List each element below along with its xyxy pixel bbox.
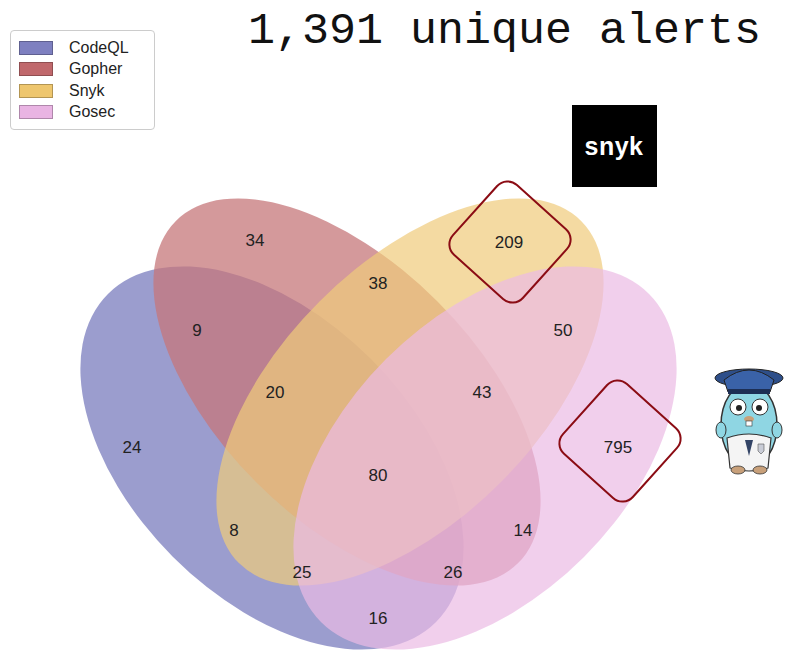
region-count: 43 [473, 383, 492, 403]
region-count: 26 [444, 563, 463, 583]
legend-text: Gopher [69, 60, 122, 78]
legend-swatch [19, 62, 53, 76]
region-count: 14 [514, 521, 533, 541]
legend-swatch [19, 41, 53, 55]
region-count: 9 [192, 321, 201, 341]
legend-entry: Gopher [11, 59, 154, 81]
legend-entry: CodeQL [11, 37, 154, 59]
legend-swatch [19, 105, 53, 119]
region-count: 16 [369, 609, 388, 629]
region-count: 24 [123, 438, 142, 458]
region-count: 38 [369, 274, 388, 294]
legend-text: Snyk [69, 82, 105, 100]
region-count: 20 [266, 383, 285, 403]
region-count: 80 [369, 466, 388, 486]
legend-swatch [19, 84, 53, 98]
legend-entry: Gosec [11, 102, 154, 124]
highlight-box [444, 176, 577, 309]
region-count: 50 [554, 321, 573, 341]
legend-entry: Snyk [11, 80, 154, 102]
gosec-set [222, 195, 748, 660]
logo-text: snyk [585, 132, 644, 161]
region-count: 25 [293, 563, 312, 583]
legend-text: Gosec [69, 103, 115, 121]
region-count: 34 [246, 231, 265, 251]
snyk-logo [572, 105, 657, 187]
highlight-box [554, 375, 687, 508]
chart-title: 1,391 unique alerts [248, 6, 761, 57]
region-count: 795 [604, 438, 632, 458]
gopher-mascot [715, 369, 783, 474]
legend-box: CodeQL GopherSnykGosec [10, 30, 155, 130]
legend-text: CodeQL [69, 39, 129, 57]
region-count: 8 [229, 521, 238, 541]
region-count: 209 [495, 233, 523, 253]
